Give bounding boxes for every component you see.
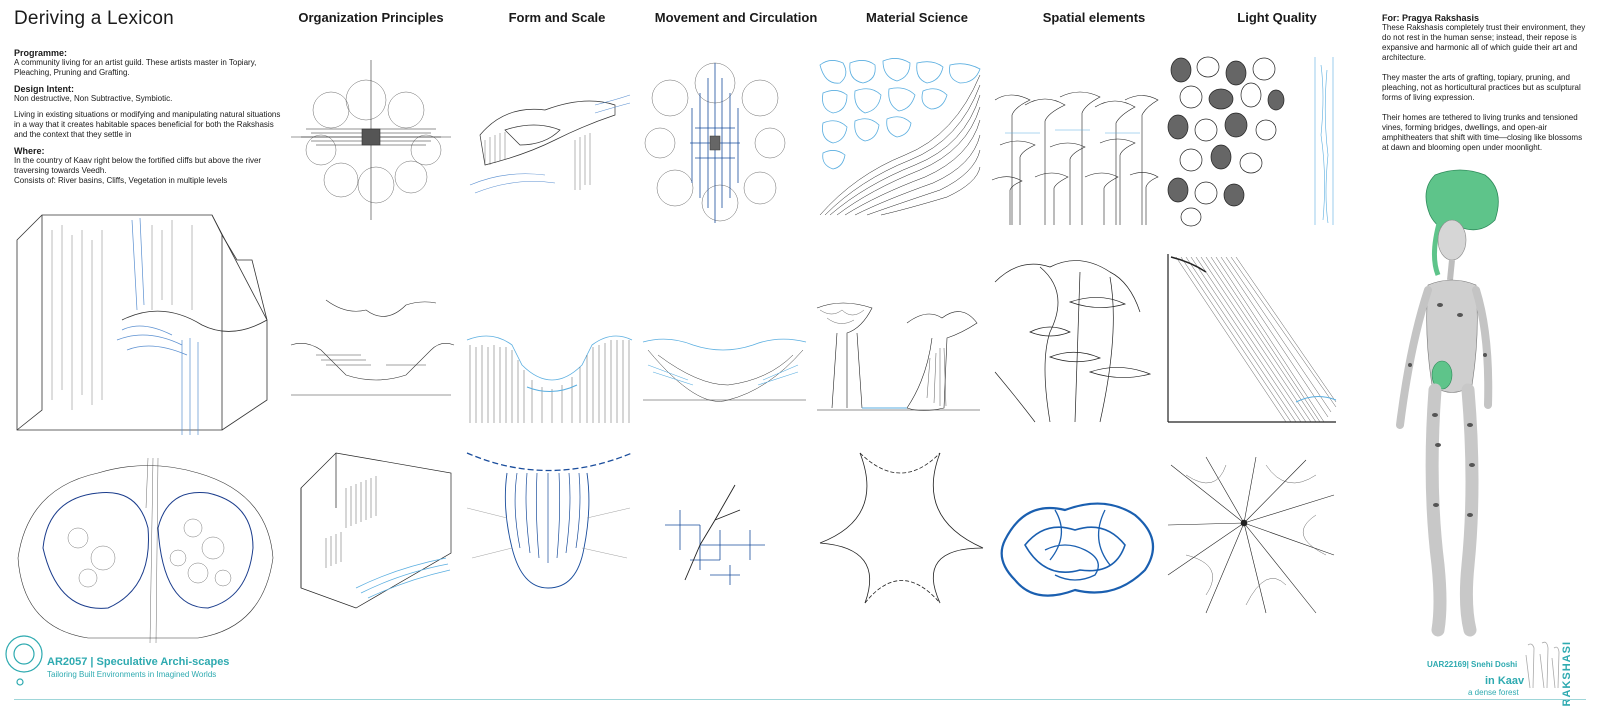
sketch-spatial-mushrooms [990, 252, 1162, 424]
sketch-material-trees [812, 298, 984, 423]
column-header-form: Form and Scale [508, 10, 606, 25]
character-heading: For: Pragya Rakshasis [1382, 13, 1480, 23]
place-name: in Kaav [1485, 675, 1525, 687]
sketch-light-pattern [1166, 55, 1286, 227]
sketch-form-section [462, 325, 634, 425]
intent-text: Non destructive, Non Subtractive, Symbio… [14, 94, 173, 103]
intent-heading: Design Intent: [14, 84, 74, 94]
sketch-light-strip [1313, 55, 1338, 227]
sketch-movement-plan [640, 58, 790, 228]
site-isometric-sketch [12, 200, 274, 440]
sketch-form-vessel [462, 448, 634, 596]
project-info: Programme: A community living for an art… [14, 42, 284, 190]
where-consists: Consists of: River basins, Cliffs, Veget… [14, 176, 228, 185]
where-heading: Where: [14, 146, 45, 156]
column-header-organization: Organization Principles [298, 10, 444, 25]
project-title-vertical: RAKSHASI [1561, 641, 1573, 707]
character-description: For: Pragya Rakshasis These Rakshasis co… [1382, 13, 1588, 163]
intent-text-detail: Living in existing situations or modifyi… [14, 110, 281, 139]
character-paragraph-3: Their homes are tethered to living trunk… [1382, 113, 1583, 152]
site-plan-sketch [8, 448, 283, 643]
column-header-movement: Movement and Circulation [654, 10, 818, 25]
column-header-spatial: Spatial elements [1042, 10, 1146, 25]
character-paragraph-1: These Rakshasis completely trust their e… [1382, 23, 1586, 62]
course-logo-icon [2, 630, 44, 690]
programme-text: A community living for an artist guild. … [14, 58, 257, 77]
sketch-spatial-canopies [990, 85, 1160, 230]
sketch-spatial-loops [995, 490, 1163, 610]
sketch-material-cells [815, 55, 985, 220]
course-subtitle: Tailoring Built Environments in Imagined… [47, 670, 217, 679]
column-header-light: Light Quality [1237, 10, 1317, 25]
programme-heading: Programme: [14, 48, 68, 58]
sketch-form-cliff-gap [465, 85, 633, 200]
page-title: Deriving a Lexicon [14, 8, 174, 29]
student-code: UAR22169| Snehi Doshi [1427, 660, 1518, 669]
where-text: In the country of Kaav right below the f… [14, 156, 262, 175]
sketch-movement-section [638, 330, 810, 410]
sketch-organization-plan [286, 55, 456, 225]
sketch-organization-block [296, 448, 456, 613]
place-tagline: a dense forest [1468, 688, 1519, 697]
character-silhouettes-icon [1520, 640, 1560, 690]
sketch-material-tensile [815, 448, 987, 606]
sketch-organization-section [286, 295, 456, 410]
rakshasi-character-illustration [1380, 165, 1510, 643]
column-header-material: Material Science [866, 10, 968, 25]
sketch-light-radial [1166, 455, 1338, 615]
sketch-movement-network [660, 480, 770, 595]
footer-divider [14, 699, 1586, 700]
character-paragraph-2: They master the arts of grafting, topiar… [1382, 73, 1581, 102]
course-title: AR2057 | Speculative Archi-scapes [47, 656, 230, 668]
sketch-light-rays [1166, 252, 1338, 424]
